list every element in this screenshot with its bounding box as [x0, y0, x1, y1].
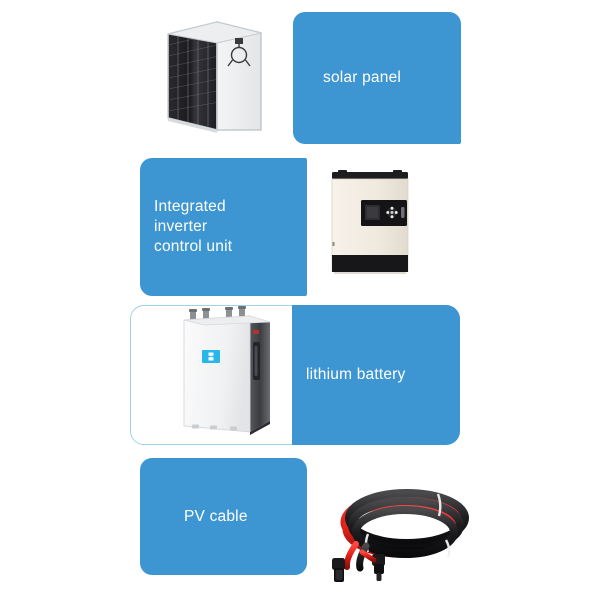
label-text-solar-panel: solar panel	[323, 69, 402, 87]
label-text-integrated-inverter-control-unit: Integrated inverter control unit	[154, 198, 233, 255]
lithium-battery-image	[172, 306, 292, 440]
label-card-solar-panel[interactable]: solar panel	[293, 12, 461, 144]
label-card-integrated-inverter-control-unit[interactable]: Integrated inverter control unit	[140, 158, 307, 296]
solar-panel-image	[162, 12, 270, 140]
label-text-lithium-battery: lithium battery	[306, 366, 406, 384]
battery-brand-badge	[202, 350, 220, 363]
hybrid-inverter-image	[318, 168, 421, 293]
label-card-lithium-battery[interactable]: lithium battery	[292, 305, 460, 445]
junction-box-glyph	[227, 38, 251, 67]
label-card-pv-cable[interactable]: PV cable	[140, 458, 307, 575]
mc4-connector-male	[372, 554, 385, 581]
label-text-pv-cable: PV cable	[184, 507, 248, 525]
pv-cable-image	[310, 480, 480, 585]
mc4-connector-female	[332, 558, 345, 582]
